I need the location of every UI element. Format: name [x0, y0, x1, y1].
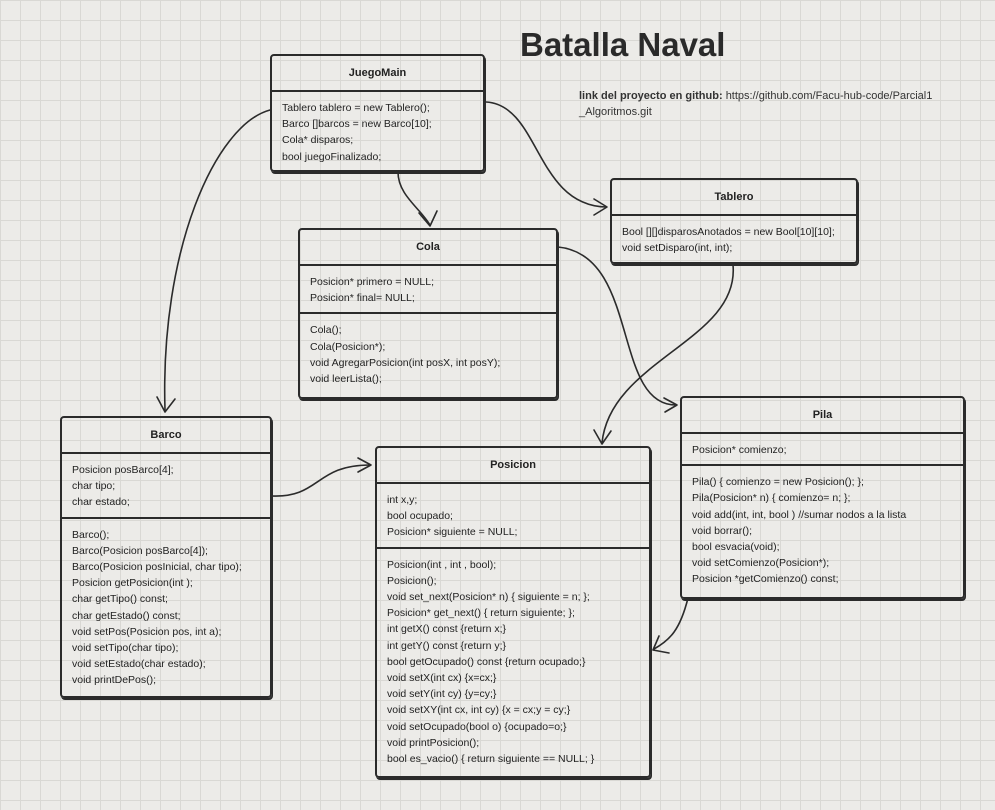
method: Posicion getPosicion(int ); [72, 577, 193, 590]
attributes-section: Posicion posBarco[4]; char tipo; char es… [62, 454, 270, 517]
class-name: Pila [682, 398, 963, 434]
class-juegomain: JuegoMain Tablero tablero = new Tablero(… [270, 54, 485, 172]
method: Posicion* get_next() { return siguiente;… [387, 607, 575, 620]
attributes-section: Posicion* primero = NULL; Posicion* fina… [300, 266, 556, 312]
method: void leerLista(); [310, 373, 382, 386]
method: Cola(Posicion*); [310, 340, 386, 353]
connector-cola-pila [557, 246, 677, 406]
arrowhead-tablero [593, 198, 608, 216]
method: void setX(int cx) {x=cx;} [387, 672, 497, 685]
arrowhead-pila [663, 397, 678, 413]
arrowhead-cola [418, 210, 438, 227]
method: Barco(Posicion posInicial, char tipo); [72, 561, 242, 574]
page-title: Batalla Naval [520, 26, 726, 63]
attribute: void setDisparo(int, int); [622, 242, 733, 255]
method: void setY(int cy) {y=cy;} [387, 688, 497, 701]
method: void setComienzo(Posicion*); [692, 557, 830, 570]
attribute: Posicion* siguiente = NULL; [387, 526, 518, 539]
attributes-section: Tablero tablero = new Tablero(); Barco [… [272, 92, 483, 171]
method: char getEstado() const; [72, 609, 181, 622]
methods-section: Pila() { comienzo = new Posicion(); }; P… [682, 464, 963, 593]
class-barco: Barco Posicion posBarco[4]; char tipo; c… [60, 416, 272, 698]
method: void add(int, int, bool ) //sumar nodos … [692, 508, 907, 521]
method: void borrar(); [692, 524, 753, 537]
class-name: Cola [300, 230, 556, 266]
github-link-continuation[interactable]: _Algoritmos.git [579, 106, 652, 118]
method: int getX() const {return x;} [387, 623, 507, 636]
method: Cola(); [310, 324, 342, 337]
attribute: Posicion* comienzo; [692, 444, 787, 456]
link-label: link del proyecto en github: [579, 90, 723, 102]
methods-section: Posicion(int , int , bool); Posicion(); … [377, 546, 649, 774]
connector-juegomain-barco [163, 109, 271, 411]
attribute: char estado; [72, 496, 130, 509]
attributes-section: Bool [][]disparosAnotados = new Bool[10]… [612, 216, 856, 262]
github-link-text: link del proyecto en github: https://git… [579, 88, 959, 120]
class-tablero: Tablero Bool [][]disparosAnotados = new … [610, 178, 858, 264]
class-name: Barco [62, 418, 270, 454]
methods-section: Barco(); Barco(Posicion posBarco[4]); Ba… [62, 516, 270, 695]
attribute: bool ocupado; [387, 510, 453, 523]
attribute: Bool [][]disparosAnotados = new Bool[10]… [622, 226, 835, 238]
method: Barco(); [72, 528, 110, 541]
attribute: char tipo; [72, 480, 116, 493]
method: Pila() { comienzo = new Posicion(); }; [692, 476, 864, 489]
arrowhead-posicion-from-barco [357, 457, 372, 473]
class-pila: Pila Posicion* comienzo; Pila() { comien… [680, 396, 965, 599]
attribute: Posicion posBarco[4]; [72, 464, 174, 476]
attribute: Tablero tablero = new Tablero(); [282, 102, 430, 114]
attributes-section: Posicion* comienzo; [682, 434, 963, 464]
attribute: Posicion* final= NULL; [310, 292, 415, 305]
method: bool es_vacio() { return siguiente == NU… [387, 753, 595, 766]
github-link[interactable]: https://github.com/Facu-hub-code/Parcial… [725, 90, 933, 102]
method: Pila(Posicion* n) { comienzo= n; }; [692, 492, 851, 505]
method: void printPosicion(); [387, 736, 480, 749]
method: void setXY(int cx, int cy) {x = cx;y = c… [387, 704, 571, 717]
method: Posicion *getComienzo() const; [692, 573, 839, 586]
method: void set_next(Posicion* n) { siguiente =… [387, 591, 590, 604]
method: char getTipo() const; [72, 593, 168, 606]
class-cola: Cola Posicion* primero = NULL; Posicion*… [298, 228, 558, 399]
method: Posicion(int , int , bool); [387, 558, 497, 571]
connector-pila-posicion [653, 597, 689, 650]
method: Barco(Posicion posBarco[4]); [72, 544, 208, 557]
attribute: Posicion* primero = NULL; [310, 276, 435, 288]
methods-section: Cola(); Cola(Posicion*); void AgregarPos… [300, 312, 556, 393]
attributes-section: int x,y; bool ocupado; Posicion* siguien… [377, 484, 649, 547]
arrowhead-posicion-from-pila [652, 635, 670, 654]
arrowhead-barco [156, 396, 176, 413]
method: void setTipo(char tipo); [72, 642, 179, 655]
method: bool getOcupado() const {return ocupado;… [387, 655, 586, 668]
arrowhead-posicion-from-tablero [593, 429, 612, 445]
method: int getY() const {return y;} [387, 639, 507, 652]
class-name: JuegoMain [272, 56, 483, 92]
connector-tablero-posicion [601, 264, 734, 444]
class-name: Tablero [612, 180, 856, 216]
method: void setOcupado(bool o) {ocupado=o;} [387, 720, 567, 733]
method: void printDePos(); [72, 674, 157, 687]
attribute: bool juegoFinalizado; [282, 150, 382, 163]
method: bool esvacia(void); [692, 541, 780, 554]
class-posicion: Posicion int x,y; bool ocupado; Posicion… [375, 446, 651, 778]
connector-juegomain-tablero [485, 101, 607, 208]
connector-juegomain-cola [397, 171, 431, 226]
attribute: Cola* disparos; [282, 134, 354, 147]
method: Posicion(); [387, 574, 437, 587]
class-name: Posicion [377, 448, 649, 484]
method: void setPos(Posicion pos, int a); [72, 625, 222, 638]
connector-barco-posicion [271, 464, 371, 497]
method: void setEstado(char estado); [72, 658, 206, 671]
attribute: int x,y; [387, 494, 418, 506]
method: void AgregarPosicion(int posX, int posY)… [310, 356, 501, 369]
attribute: Barco []barcos = new Barco[10]; [282, 118, 432, 131]
